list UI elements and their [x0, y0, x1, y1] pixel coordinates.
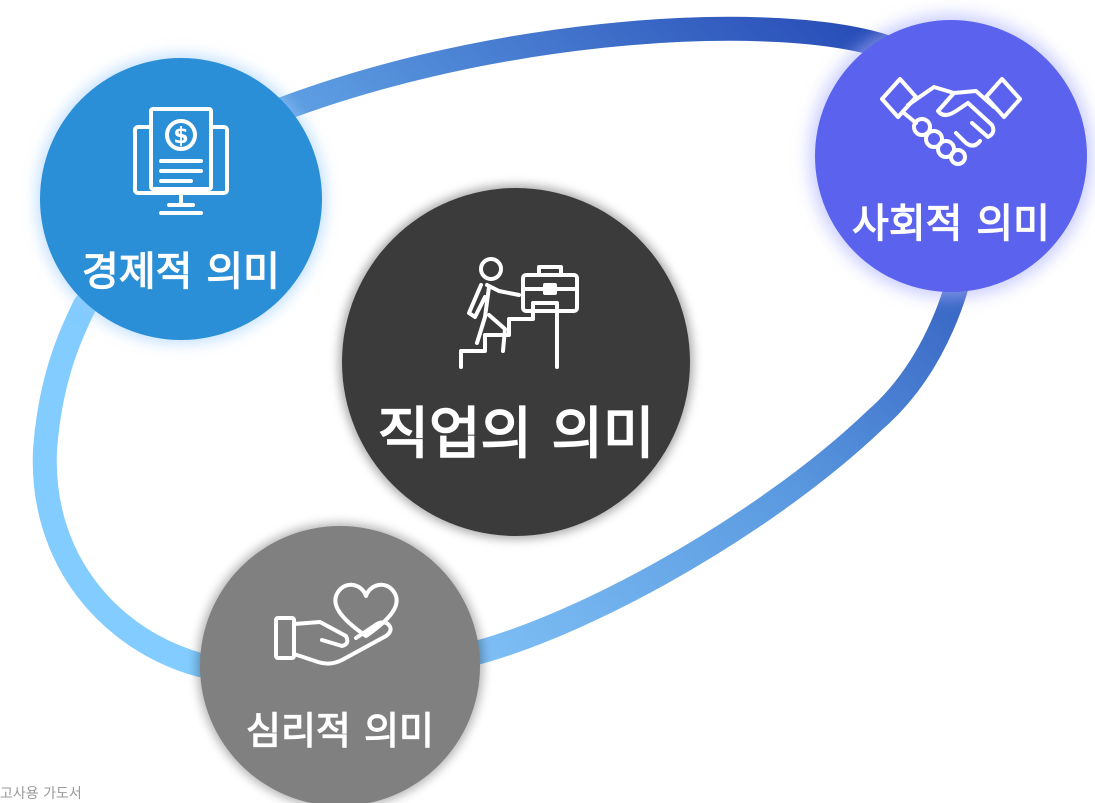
psychological-meaning-label: 심리적 의미: [245, 708, 435, 753]
money-monitor-icon: $: [121, 101, 241, 225]
career-meaning-label: 직업의 의미: [377, 401, 655, 467]
svg-text:$: $: [173, 124, 188, 149]
heart-hand-icon: [270, 578, 410, 682]
ring-arc-left: [32, 293, 212, 677]
psychological-meaning-node: 심리적 의미: [200, 526, 480, 803]
social-meaning-node: 사회적 의미: [815, 20, 1087, 292]
footer-caption: 고사용 가도서: [0, 786, 82, 802]
social-meaning-label: 사회적 의미: [852, 201, 1050, 247]
career-meaning-center-node: 직업의 의미: [342, 188, 690, 536]
economic-meaning-node: $ 경제적 의미: [40, 58, 322, 340]
career-stairs-icon: [441, 255, 591, 379]
economic-meaning-label: 경제적 의미: [82, 249, 280, 295]
handshake-icon: [876, 63, 1026, 177]
